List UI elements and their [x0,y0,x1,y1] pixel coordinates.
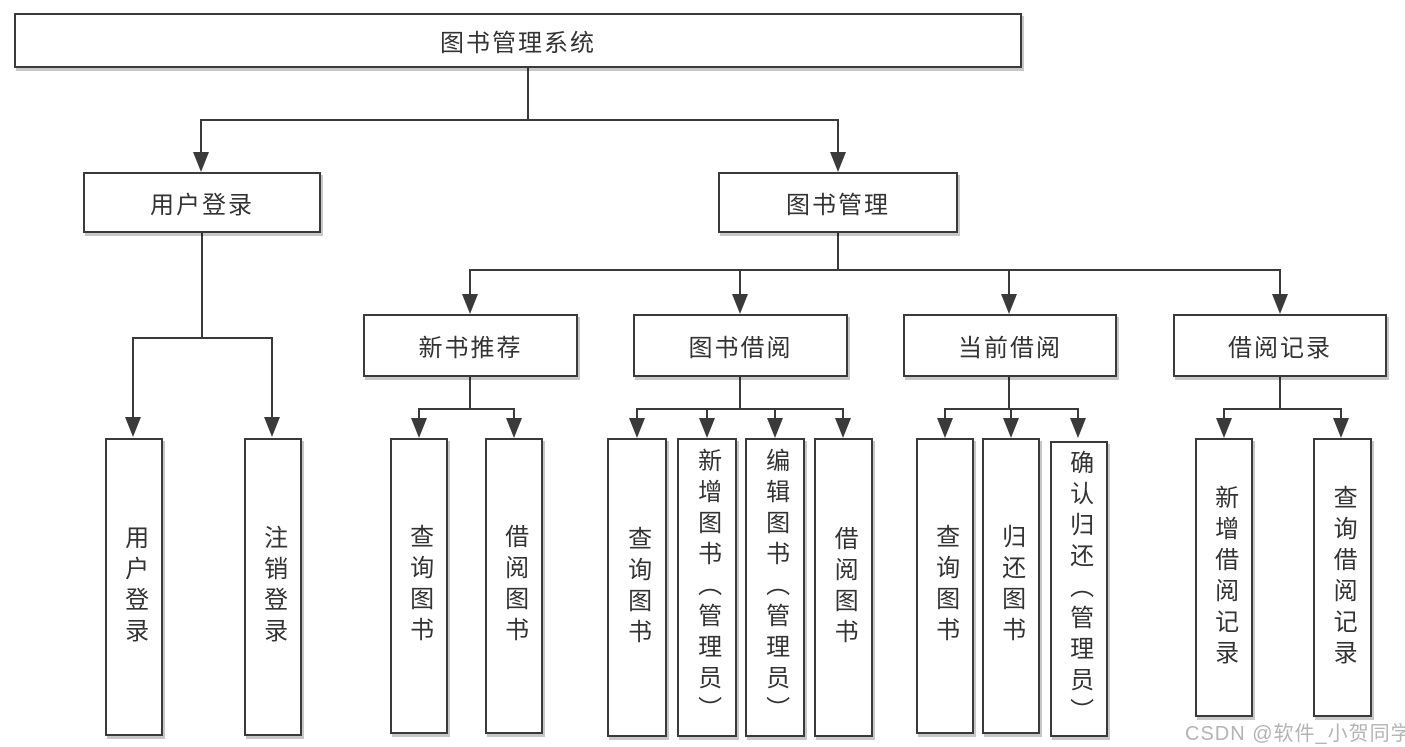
leaf-borrow-books-borrowing: 借阅图书 [814,438,873,737]
arrow-down-icon [1003,418,1019,438]
leaf-return-books: 归还图书 [982,438,1040,734]
connector-line [774,408,776,419]
node-user-login: 用户登录 [83,172,321,233]
connector-line [1008,269,1010,295]
leaf-query-books-recommend-label: 查询图书 [405,524,433,648]
leaf-confirm-return-admin-label: 确认归还（管理员） [1065,449,1093,729]
arrow-down-icon [411,418,427,438]
node-book-borrowing: 图书借阅 [633,314,848,377]
node-book-management-label: 图书管理 [786,192,890,219]
arrow-down-icon [732,294,748,314]
connector-line [418,408,420,419]
arrow-down-icon [193,152,209,172]
connector-line [1077,408,1079,419]
connector-line [201,233,203,337]
arrow-down-icon [629,418,645,438]
connector-line [271,337,273,418]
leaf-query-books-borrowing-label: 查询图书 [623,525,651,650]
leaf-user-login-label: 用户登录 [120,525,148,649]
leaf-add-borrow-record: 新增借阅记录 [1195,438,1253,717]
node-borrow-records-label: 借阅记录 [1228,335,1332,362]
connector-line [1340,408,1342,419]
node-new-book-recommend-label: 新书推荐 [418,335,523,362]
connector-line [636,408,844,410]
arrow-down-icon [835,418,851,438]
connector-line [418,408,515,410]
arrow-down-icon [699,418,715,438]
connector-line [706,408,708,419]
node-root: 图书管理系统 [14,13,1022,68]
node-book-management: 图书管理 [718,172,958,233]
connector-line [469,269,471,295]
leaf-add-borrow-record-label: 新增借阅记录 [1210,484,1238,671]
arrow-down-icon [1070,418,1086,438]
connector-line [1279,269,1281,295]
leaf-logout-label: 注销登录 [259,525,287,649]
leaf-query-borrow-record: 查询借阅记录 [1313,438,1372,717]
leaf-borrow-books-recommend: 借阅图书 [485,438,543,734]
arrow-down-icon [767,418,783,438]
connector-line [739,269,741,295]
arrow-down-icon [830,152,846,172]
node-new-book-recommend: 新书推荐 [363,314,578,377]
leaf-borrow-books-borrowing-label: 借阅图书 [830,525,858,650]
arrow-down-icon [462,294,478,314]
leaf-query-books-current-label: 查询图书 [931,524,959,648]
connector-line [636,408,638,419]
leaf-query-books-recommend: 查询图书 [390,438,448,734]
connector-line [200,119,839,121]
connector-line [1279,377,1281,409]
leaf-confirm-return-admin: 确认归还（管理员） [1050,441,1108,737]
arrow-down-icon [1216,418,1232,438]
node-current-borrowing-label: 当前借阅 [958,335,1062,362]
connector-line [842,408,844,419]
arrow-down-icon [125,417,141,437]
arrow-down-icon [937,418,953,438]
leaf-edit-books-admin-label: 编辑图书（管理员） [761,448,789,727]
node-book-borrowing-label: 图书借阅 [688,335,793,362]
leaf-edit-books-admin: 编辑图书（管理员） [745,438,805,737]
leaf-add-books-admin-label: 新增图书（管理员） [693,448,721,727]
csdn-watermark: CSDN @软件_小贺同学 [1185,723,1405,745]
leaf-logout: 注销登录 [244,438,302,736]
connector-line [739,377,741,409]
arrow-down-icon [506,418,522,438]
connector-line [513,408,515,419]
arrow-down-icon [1333,418,1349,438]
arrow-down-icon [1272,294,1288,314]
connector-line [469,377,471,409]
leaf-query-borrow-record-label: 查询借阅记录 [1329,484,1357,671]
connector-line [133,337,273,339]
connector-line [527,68,529,120]
connector-line [470,269,1281,271]
leaf-return-books-label: 归还图书 [997,524,1025,648]
node-borrow-records: 借阅记录 [1173,314,1387,377]
connector-line [132,337,134,418]
arrow-down-icon [1001,294,1017,314]
leaf-query-books-borrowing: 查询图书 [607,438,667,737]
connector-line [1223,408,1342,410]
connector-line [944,408,946,419]
leaf-user-login: 用户登录 [105,438,163,736]
node-current-borrowing: 当前借阅 [903,314,1117,377]
connector-line [1008,377,1010,409]
connector-line [837,233,839,270]
leaf-add-books-admin: 新增图书（管理员） [677,438,737,737]
leaf-query-books-current: 查询图书 [916,438,974,734]
node-user-login-label: 用户登录 [150,192,254,219]
connector-line [1223,408,1225,419]
connector-line [1010,408,1012,419]
leaf-borrow-books-recommend-label: 借阅图书 [500,524,528,648]
node-root-label: 图书管理系统 [440,30,596,57]
connector-line [837,119,839,154]
arrow-down-icon [264,417,280,437]
connector-line [200,119,202,154]
